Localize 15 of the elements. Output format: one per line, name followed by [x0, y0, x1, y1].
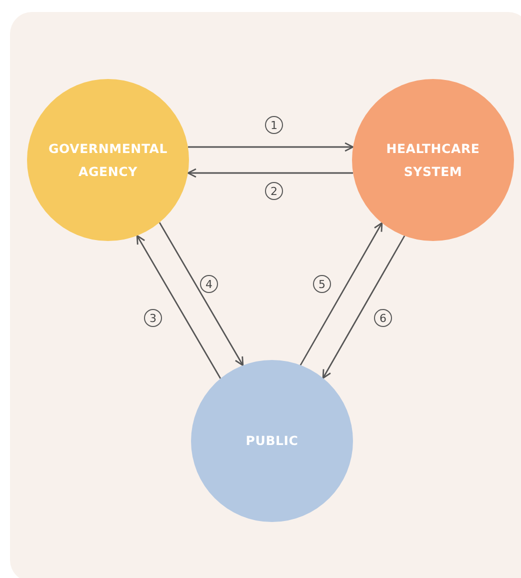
arrow [158, 222, 244, 366]
arrow [187, 168, 354, 178]
edge-label: 2 [265, 182, 283, 200]
edge-label: 6 [374, 309, 392, 327]
arrow [136, 234, 222, 379]
node-label: HEALTHCARE SYSTEM [385, 140, 481, 181]
edge-label: 1 [265, 116, 283, 134]
arrow [300, 222, 383, 366]
node-label: GOVERNMENTAL AGENCY [47, 140, 169, 181]
arrow [188, 142, 354, 152]
arrow [322, 235, 406, 379]
edge-label: 4 [200, 275, 218, 293]
node-label: PUBLIC [244, 432, 300, 450]
edge-label: 3 [144, 309, 162, 327]
edge-label: 5 [313, 275, 331, 293]
